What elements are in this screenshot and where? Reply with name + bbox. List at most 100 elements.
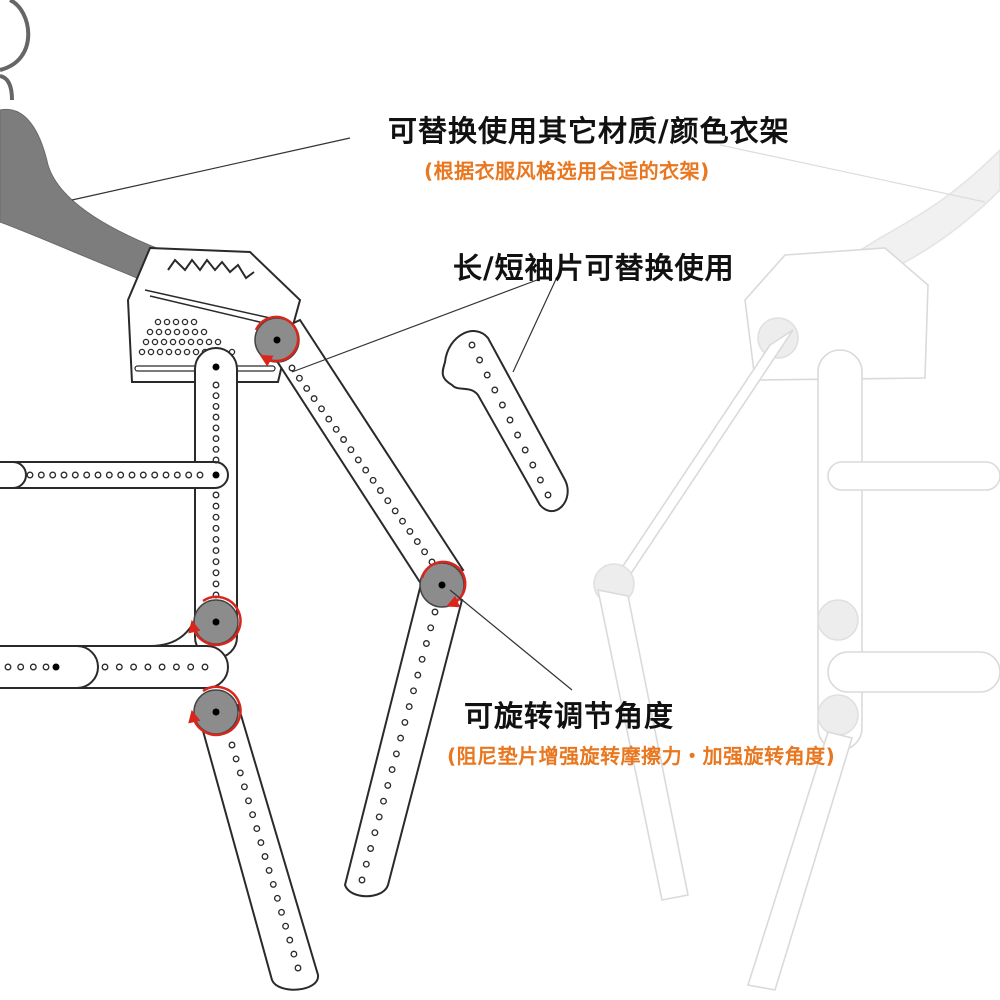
adjustment-hole — [42, 663, 50, 671]
adjustment-hole — [391, 507, 399, 515]
adjustment-hole — [410, 687, 417, 695]
adjustment-hole — [544, 491, 552, 499]
adjustment-hole — [413, 538, 421, 546]
plate-hole — [164, 328, 172, 336]
adjustment-hole — [71, 471, 79, 479]
adjustment-hole — [212, 381, 220, 389]
adjustment-hole — [128, 471, 136, 479]
adjustment-hole — [212, 435, 220, 443]
adjustment-hole — [4, 663, 12, 671]
adjustment-hole — [286, 936, 294, 944]
rotation-annotation-title: 可旋转调节角度 — [464, 699, 675, 733]
left-leg — [198, 703, 319, 991]
adjustment-hole — [362, 860, 370, 868]
plate-hole — [138, 348, 146, 356]
adjustment-hole — [521, 446, 529, 454]
adjustment-hole — [421, 548, 429, 556]
adjustment-hole — [376, 487, 384, 494]
adjustment-hole — [105, 471, 113, 479]
adjustment-hole — [130, 663, 138, 671]
plate-hole — [147, 348, 155, 356]
hanger-annotation-subtitle: (根据衣服风格选用合适的衣架) — [424, 159, 710, 183]
adjustment-hole — [476, 356, 484, 364]
plate-hole — [181, 318, 189, 326]
adjustment-hole — [536, 476, 544, 484]
adjustment-hole — [397, 734, 405, 742]
adjustment-hole — [273, 894, 281, 902]
adjustment-hole — [212, 569, 220, 577]
plate-hole — [173, 328, 181, 336]
adjustment-hole — [49, 471, 57, 479]
adjustment-hole — [232, 755, 240, 763]
plate-hole — [169, 338, 177, 346]
plate-hole — [190, 318, 198, 326]
adjustment-hole — [367, 845, 375, 852]
rotation-annotation-subtitle: (阻尼垫片增强旋转摩擦力・加强旋转角度) — [447, 744, 836, 768]
adjustment-hole — [17, 663, 25, 671]
adjustment-hole — [318, 405, 325, 413]
adjustment-hole — [405, 703, 413, 711]
adjustment-hole — [253, 825, 261, 833]
plate-hole — [174, 348, 182, 356]
adjustment-hole — [491, 386, 499, 394]
adjustment-hole — [261, 853, 269, 860]
right-arm-upper — [260, 318, 465, 592]
plate-hole — [191, 328, 199, 336]
adjustment-hole — [83, 471, 91, 479]
plate-hole — [172, 318, 180, 326]
plate-hole — [142, 338, 150, 346]
pivot-shoulder — [254, 315, 300, 367]
adjustment-hole — [212, 413, 220, 421]
adjustment-hole — [406, 527, 414, 535]
adjustment-hole — [236, 769, 244, 777]
plate-hole — [155, 328, 163, 336]
adjustment-hole — [187, 663, 195, 671]
adjustment-hole — [162, 471, 170, 479]
adjustment-hole — [288, 364, 296, 372]
adjustment-hole — [212, 402, 220, 410]
adjustment-hole — [295, 374, 303, 382]
adjustment-hole — [228, 741, 236, 749]
adjustment-hole — [212, 535, 220, 543]
adjustment-hole — [212, 502, 220, 510]
adjustment-hole — [347, 446, 355, 454]
adjustment-hole — [380, 797, 387, 805]
adjustment-hole — [375, 813, 383, 821]
plate-hole — [154, 318, 162, 326]
adjustment-hole — [468, 341, 476, 349]
plate-hole — [182, 328, 190, 336]
adjustment-hole — [101, 663, 109, 671]
adjustment-hole — [172, 663, 180, 671]
adjustment-hole — [414, 671, 422, 679]
adjustment-hole — [401, 718, 409, 726]
adjustment-hole — [294, 964, 302, 972]
plate-hole — [187, 338, 195, 346]
adjustment-hole — [60, 471, 68, 479]
adjustment-hole — [362, 466, 370, 474]
adjustment-hole — [158, 663, 166, 671]
adjustment-hole — [201, 663, 209, 671]
adjustment-hole — [94, 471, 102, 479]
adjustment-hole — [173, 471, 181, 479]
plate-hole — [151, 338, 159, 346]
adjustment-hole — [144, 663, 152, 671]
adjustment-hole — [212, 392, 220, 400]
adjustment-hole — [514, 431, 522, 439]
adjustment-hole — [245, 797, 252, 805]
pivot-elbow-right — [419, 560, 467, 608]
adjustment-hole — [249, 811, 257, 819]
plate-hole — [183, 348, 191, 356]
adjustment-hole — [506, 416, 514, 424]
plate-hole — [205, 338, 213, 346]
adjustment-hole — [212, 445, 220, 453]
plate-hole — [192, 348, 200, 356]
adjustment-hole — [358, 876, 366, 884]
adjustment-hole — [371, 829, 379, 837]
adjustment-hole — [384, 781, 392, 789]
adjustment-hole — [269, 880, 277, 888]
adjustment-hole — [418, 655, 426, 663]
adjustment-hole — [212, 424, 220, 432]
faded-hanger-ghost — [593, 148, 1000, 991]
sleeve-piece — [441, 330, 569, 513]
adjustment-hole — [332, 425, 340, 433]
